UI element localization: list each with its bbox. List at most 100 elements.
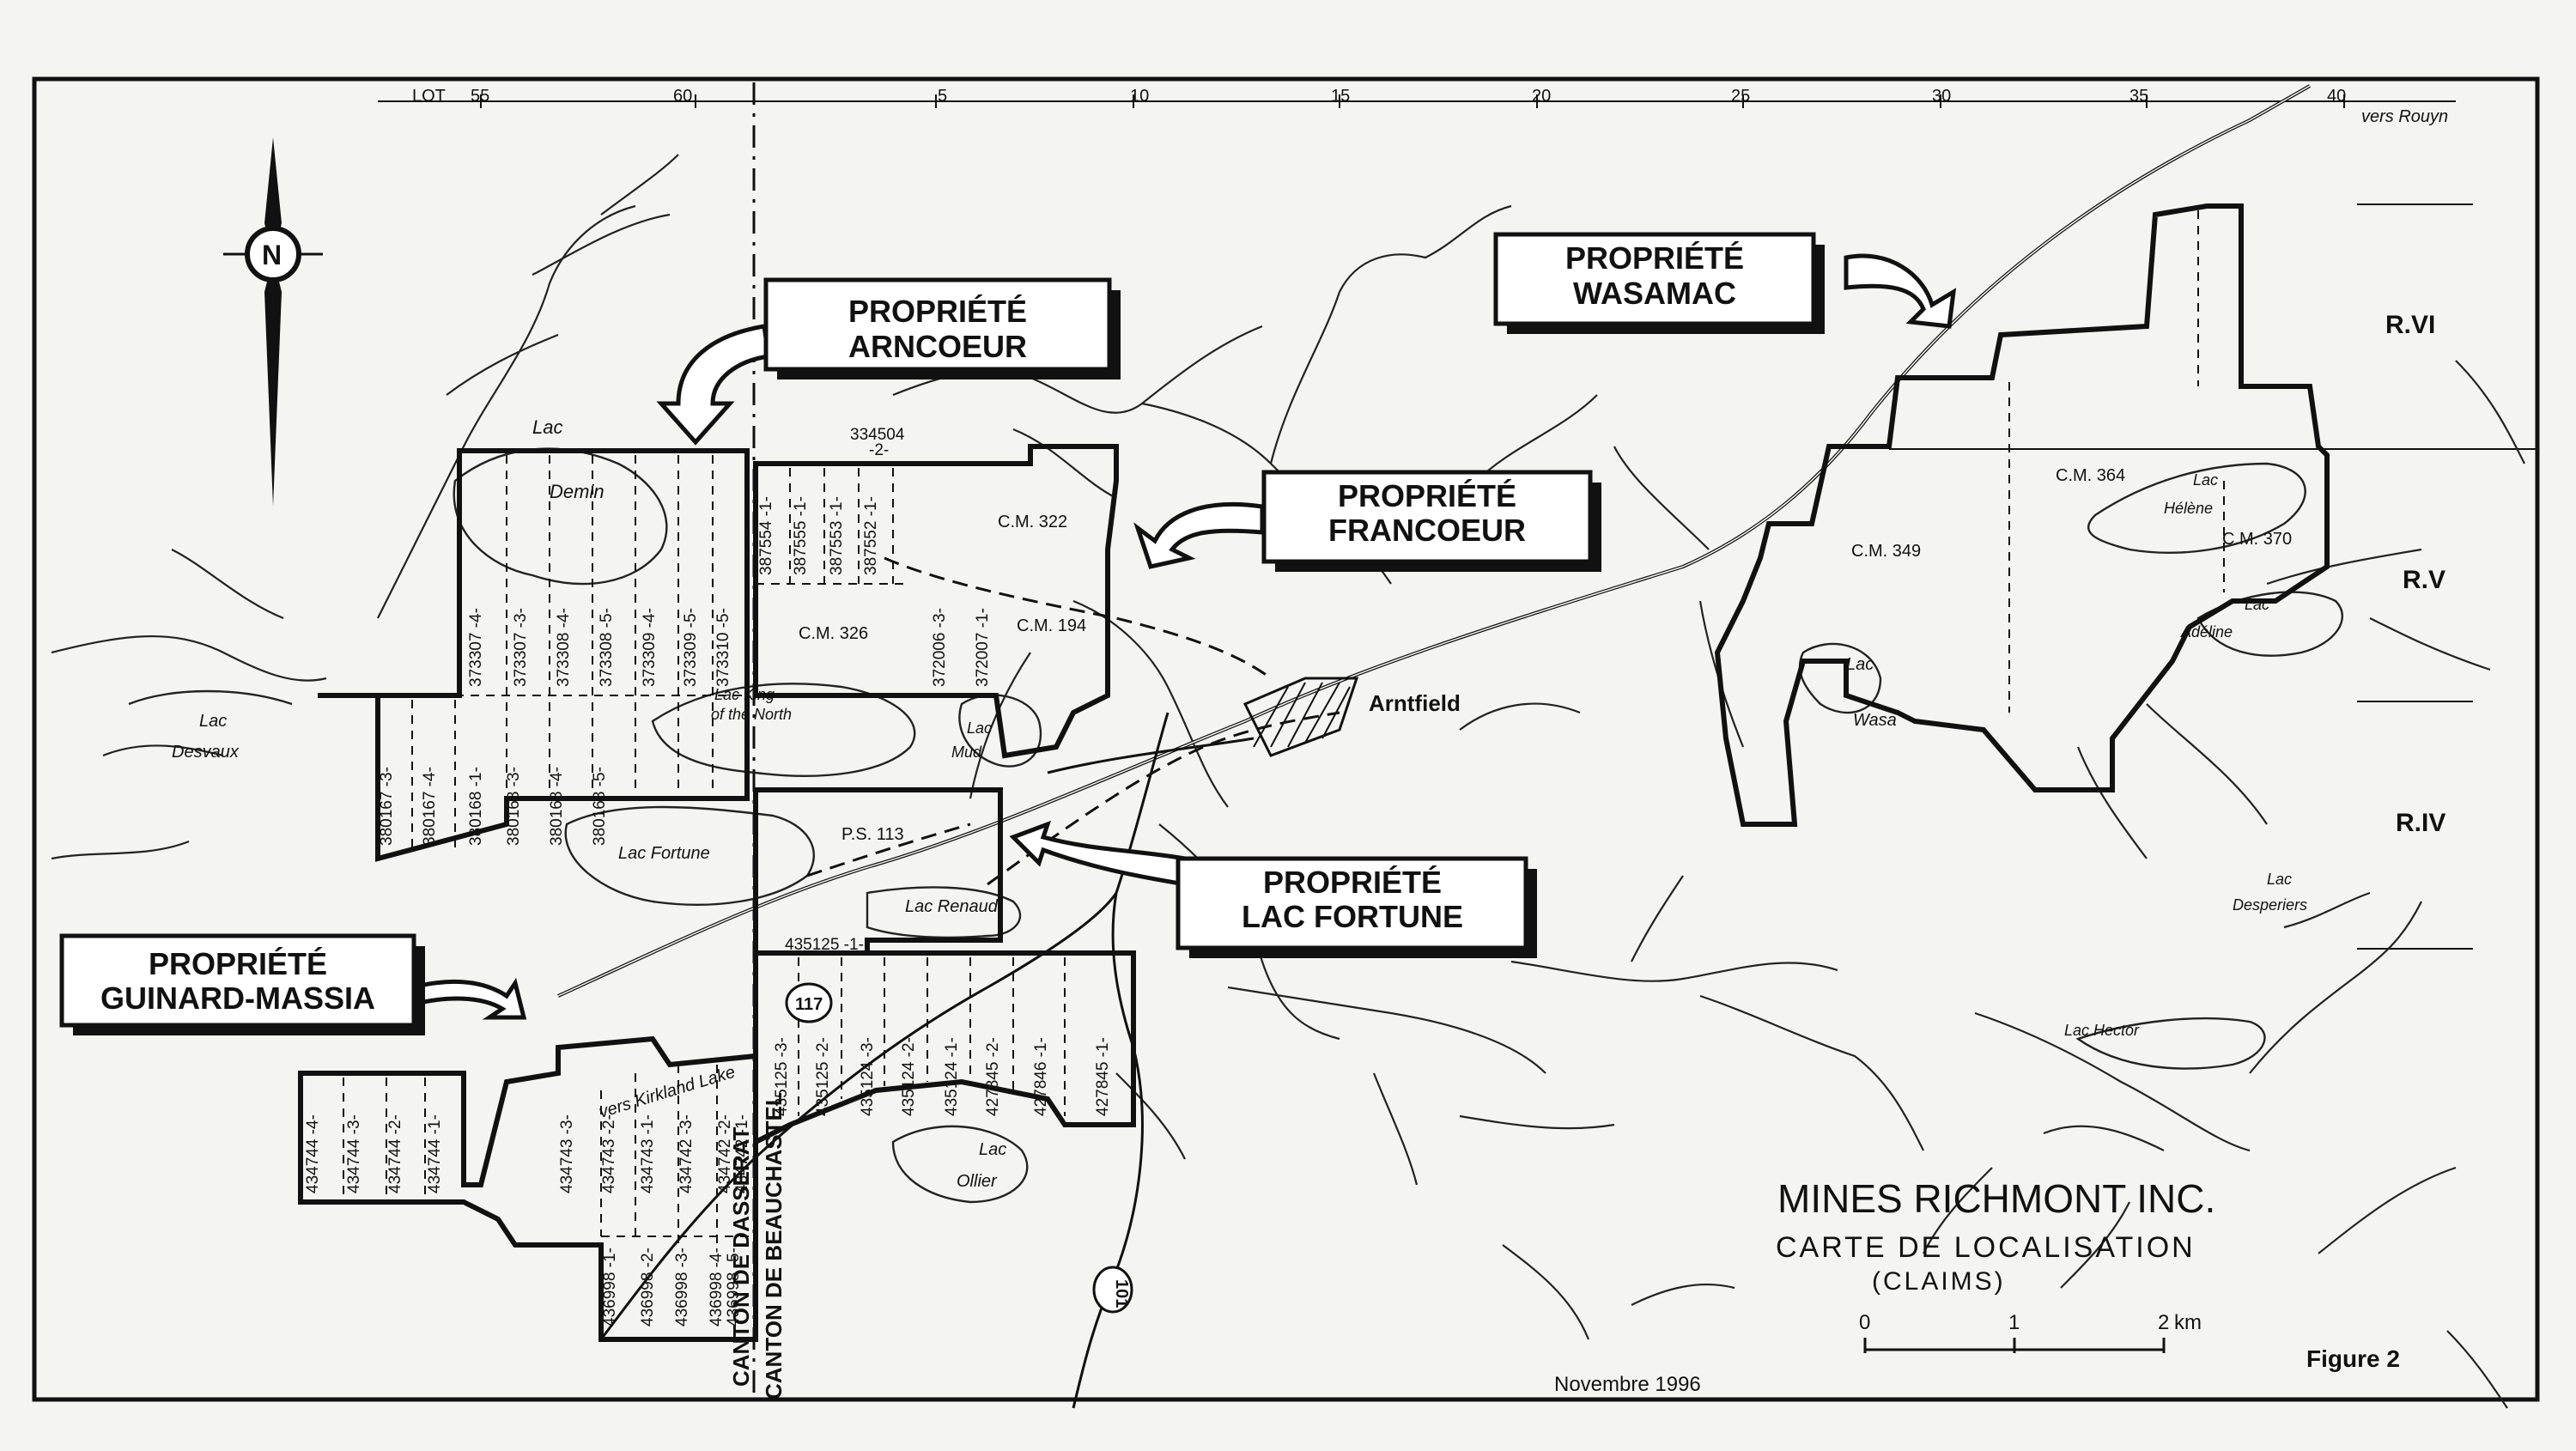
lac-mud-shore bbox=[958, 694, 1042, 768]
lot-55: 55 bbox=[471, 87, 489, 106]
highway-117-shield bbox=[785, 982, 833, 1023]
lot-25: 25 bbox=[1731, 87, 1750, 106]
claim-number: 380168 -4- bbox=[548, 767, 566, 846]
claim-number: 380167 -4- bbox=[421, 767, 439, 846]
claim-number: 373310 -5- bbox=[714, 608, 732, 687]
claim-number: 436998 -5- bbox=[725, 1248, 743, 1327]
claim-number: 436998 -3- bbox=[673, 1248, 691, 1327]
ps-113: P.S. 113 bbox=[841, 825, 904, 844]
scale-tick-0: 0 bbox=[1859, 1311, 1870, 1334]
lac-ollier-shore bbox=[891, 1125, 1029, 1204]
lot-60: 60 bbox=[673, 87, 692, 106]
lot-20: 20 bbox=[1532, 87, 1551, 106]
lac-hector-shore bbox=[2075, 1017, 2266, 1070]
range-iv: R.IV bbox=[2396, 809, 2445, 837]
lac-helene-2: Hélène bbox=[2164, 500, 2213, 517]
highway-101-shield bbox=[1092, 1266, 1133, 1314]
arrow-guinard bbox=[410, 977, 527, 1020]
claim-number: 372006 -3- bbox=[931, 608, 949, 687]
claim-number: 434744 -1- bbox=[426, 1114, 444, 1193]
wasamac-line2: WASAMAC bbox=[1573, 276, 1736, 311]
francoeur-line2: FRANCOEUR bbox=[1328, 513, 1526, 548]
cm-194: C.M. 194 bbox=[1017, 616, 1086, 635]
claim-number: 373308 -4- bbox=[555, 608, 573, 687]
lac-adeline-shore bbox=[2196, 591, 2344, 657]
date-label: Novembre 1996 bbox=[1554, 1373, 1701, 1396]
claim-number: 373309 -4- bbox=[641, 608, 659, 687]
scale-bar bbox=[1863, 1338, 2166, 1353]
arntfield-label: Arntfield bbox=[1369, 690, 1461, 716]
arncoeur-line1: PROPRIÉTÉ bbox=[848, 294, 1027, 329]
lac-demin-1: Lac bbox=[532, 416, 562, 438]
company-title: MINES RICHMONT INC. bbox=[1777, 1176, 2215, 1221]
railway bbox=[557, 84, 2311, 998]
scale-tick-1: 1 bbox=[2008, 1311, 2020, 1334]
lac-king-1: Lac King bbox=[714, 686, 775, 703]
to-rouyn-label: vers Rouyn bbox=[2361, 107, 2448, 126]
lac-mud-1: Lac bbox=[967, 719, 992, 737]
lac-desperiers-2: Desperiers bbox=[2233, 896, 2307, 914]
property-box-lacfortune: PROPRIÉTÉ LAC FORTUNE bbox=[1176, 856, 1537, 958]
highway-101-label: 101 bbox=[1112, 1279, 1131, 1308]
property-box-guinard: PROPRIÉTÉ GUINARD-MASSIA bbox=[59, 933, 425, 1035]
highway-117-label: 117 bbox=[795, 995, 823, 1014]
lac-desvaux-2: Desvaux bbox=[172, 743, 240, 762]
lac-desperiers-1: Lac bbox=[2267, 871, 2292, 888]
claim-number: 380167 -3- bbox=[378, 767, 396, 846]
claim-grid bbox=[343, 210, 2225, 1245]
lac-ollier-1: Lac bbox=[979, 1140, 1006, 1159]
lac-king-shore bbox=[651, 683, 916, 777]
arrow-wasamac bbox=[1844, 253, 1957, 329]
claim-number: 427846 -1- bbox=[1032, 1037, 1050, 1116]
arncoeur-line2: ARNCOEUR bbox=[848, 329, 1027, 364]
claim-number: 373308 -5- bbox=[598, 608, 616, 687]
property-box-wasamac: PROPRIÉTÉ WASAMAC bbox=[1493, 232, 1825, 334]
lac-ollier-2: Ollier bbox=[957, 1172, 998, 1191]
wasamac-outline bbox=[1714, 203, 2330, 827]
claim-number: 387552 -1- bbox=[862, 496, 880, 575]
claim-number: 387553 -1- bbox=[828, 496, 846, 575]
cm-326: C.M. 326 bbox=[799, 624, 868, 643]
arrow-lacfortune bbox=[1009, 820, 1188, 887]
range-vi: R.VI bbox=[2385, 311, 2435, 339]
claim-number: 434742 -3- bbox=[677, 1114, 696, 1193]
claim-number: 373307 -3- bbox=[512, 608, 530, 687]
lacfortune-line1: PROPRIÉTÉ bbox=[1263, 865, 1442, 900]
lac-mud-2: Mud bbox=[951, 744, 982, 761]
claim-number: 436998 -4- bbox=[708, 1248, 726, 1327]
guinard-line1: PROPRIÉTÉ bbox=[149, 946, 327, 981]
claim-334504: 334504 bbox=[850, 426, 905, 444]
lacfortune-line2: LAC FORTUNE bbox=[1242, 899, 1463, 934]
lot-40: 40 bbox=[2327, 87, 2346, 106]
canton-dasserat: CANTON DE DASSERAT bbox=[728, 1126, 754, 1387]
guinard-outline bbox=[298, 1035, 758, 1342]
map-subtitle: (CLAIMS) bbox=[1872, 1267, 2006, 1296]
cm-370: C.M. 370 bbox=[2222, 530, 2292, 549]
north-arrow bbox=[223, 137, 323, 507]
scale-tick-2: 2 bbox=[2158, 1311, 2169, 1334]
canton-beauchastel: CANTON DE BEAUCHASTEL bbox=[761, 1092, 787, 1399]
lac-adeline-2: Adéline bbox=[2180, 623, 2233, 641]
claim-number: 434744 -4- bbox=[304, 1114, 322, 1193]
cm-364: C.M. 364 bbox=[2056, 466, 2125, 485]
lac-wasa-2: Wasa bbox=[1853, 711, 1897, 730]
claim-labels: 373307 -4-373307 -3-373308 -4-373308 -5-… bbox=[304, 496, 1112, 1327]
arncoeur-outline bbox=[318, 448, 750, 862]
claim-number: 372007 -1- bbox=[974, 608, 992, 687]
francoeur-outline bbox=[753, 444, 1119, 759]
claim-number: 427845 -2- bbox=[984, 1037, 1002, 1116]
lot-ticks bbox=[480, 94, 2345, 108]
lac-demin-2: Demin bbox=[550, 481, 605, 502]
map-frame bbox=[32, 76, 2540, 1402]
claim-number: 436998 -2- bbox=[639, 1248, 657, 1327]
range-lines bbox=[1889, 203, 2537, 950]
lac-hector: Lac Hector bbox=[2064, 1022, 2140, 1039]
claim-number: 434742 -1- bbox=[733, 1114, 751, 1193]
lac-wasa-1: Lac bbox=[1846, 655, 1874, 674]
claim-number: 435125 -2- bbox=[814, 1037, 832, 1116]
claim-number: 434743 -1- bbox=[639, 1114, 657, 1193]
lot-10: 10 bbox=[1130, 87, 1149, 106]
claim-number: 387554 -1- bbox=[757, 496, 775, 575]
